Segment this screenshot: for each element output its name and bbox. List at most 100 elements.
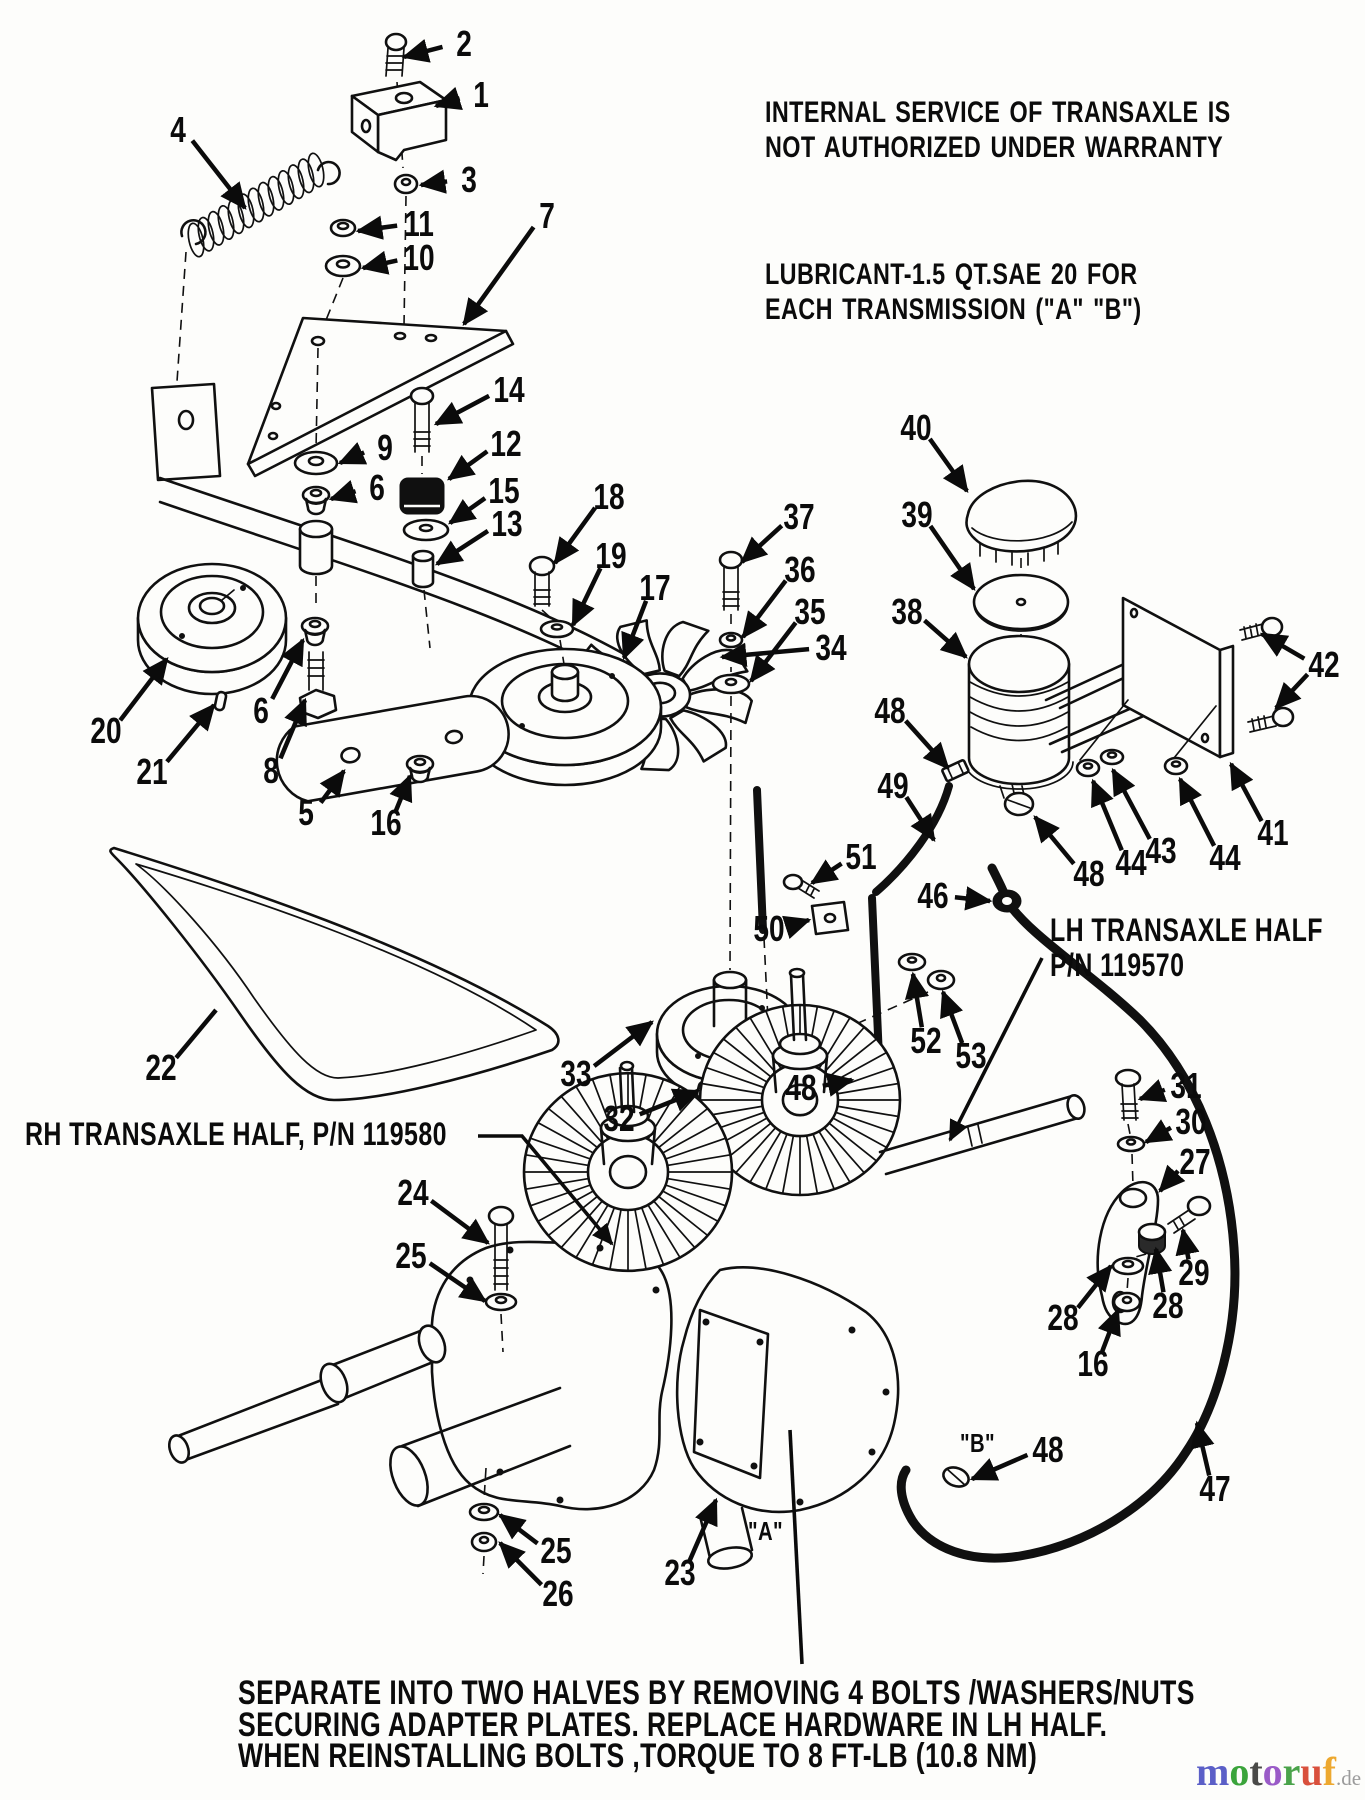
washer-35 [711,673,751,695]
callout-28: 28 [1152,1285,1184,1326]
callout-2: 2 [456,23,472,64]
washer-30 [1116,1135,1146,1153]
spring-centerline [175,251,187,397]
callout-31: 31 [1170,1065,1202,1106]
washer-28-lower [1111,1256,1145,1276]
callout-30: 30 [1175,1101,1207,1142]
axle-tube-front [389,1386,572,1508]
callout-36: 36 [784,549,816,590]
callout-12: 12 [490,423,522,464]
output-stub [698,1506,754,1570]
callout-18: 18 [593,476,625,517]
washer-9 [293,450,339,476]
callout-27: 27 [1179,1141,1211,1182]
watermark-letter: o [1229,1749,1250,1794]
oil-reservoir-38 [964,634,1074,799]
callout-42: 42 [1308,644,1340,685]
callout-4: 4 [170,109,186,150]
watermark-letter: f [1322,1749,1336,1794]
grommet-46-hole [1002,897,1012,905]
hub-stack-a [599,1060,657,1166]
lubricant-note-line1: LUBRICANT-1.5 QT.SAE 20 FOR [765,258,1138,291]
bolt-2 [384,32,408,77]
callout-16: 16 [370,802,402,843]
spacer-28-upper [1137,1222,1167,1255]
callout-3: 3 [461,159,477,200]
watermark-suffix: .de [1336,1766,1362,1790]
watermark-letter: m [1196,1749,1230,1794]
washer-10 [324,254,362,278]
nut-16-lower [1112,1291,1142,1313]
callout-16: 16 [1077,1343,1109,1384]
extension-spring [180,152,341,258]
bolt-29 [1167,1195,1212,1234]
transmission-b-label: "B" [960,1428,996,1458]
washer-52 [897,952,927,972]
brake-shaft-b [878,1093,1086,1176]
transmission-a-label: "A" [748,1516,784,1546]
washer-25-upper [484,1292,518,1312]
lubricant-note-line2: EACH TRANSMISSION ("A" "B") [765,293,1142,326]
nut-26 [470,1531,498,1553]
callout-41: 41 [1257,812,1289,853]
callout-47: 47 [1199,1468,1231,1509]
nut-44-left [1075,758,1101,778]
callout-43: 43 [1145,830,1177,871]
rh-label-leader [478,1134,614,1246]
flange-nut-16-upper [405,754,435,784]
washer-43 [1099,748,1125,766]
hose-49 [872,782,953,896]
lh-transaxle-label-line1: LH TRANSAXLE HALF [1050,912,1323,948]
nut-36 [718,631,744,649]
callout-6: 6 [369,467,385,508]
callout-48: 48 [1073,853,1105,894]
bolt-18 [528,555,556,607]
callout-38: 38 [891,591,923,632]
callout-1: 1 [473,74,489,115]
callout-40: 40 [900,407,932,448]
callout-23: 23 [664,1552,696,1593]
flange-nut-6-lower [300,616,330,647]
callout-8: 8 [263,750,279,791]
callout-48: 48 [874,690,906,731]
callout-17: 17 [639,567,671,608]
bracket-1 [350,80,448,162]
axle-tube-left [167,1324,447,1464]
callout-13: 13 [491,503,523,544]
callout-37: 37 [783,496,815,537]
bolt-31 [1114,1068,1142,1121]
callout-32: 32 [603,1098,635,1139]
callout-49: 49 [877,765,909,806]
fill-tube-b [868,894,883,1062]
bolt-42-lower [1247,706,1295,733]
spacer-13 [411,549,435,589]
nut-3 [393,173,419,195]
bolt-42-upper [1239,616,1284,641]
callout-21: 21 [136,751,168,792]
callout-26: 26 [542,1573,574,1614]
pulley-20 [136,562,288,696]
callout-19: 19 [595,535,627,576]
callout-20: 20 [90,710,122,751]
bolt-24 [487,1205,515,1291]
watermark-letter: u [1300,1749,1323,1794]
washer-15 [402,518,450,542]
lh-transaxle-label-line2: P/N 119570 [1050,947,1185,983]
callout-9: 9 [377,427,393,468]
callout-6: 6 [253,690,269,731]
callout-25: 25 [540,1530,572,1571]
watermark-letter: o [1262,1749,1283,1794]
callout-35: 35 [794,591,826,632]
key-21 [213,690,228,712]
callout-46: 46 [917,875,949,916]
drive-belt-22 [109,846,560,1102]
nut-11 [329,218,357,238]
warranty-note-line1: INTERNAL SERVICE OF TRANSAXLE IS [765,96,1231,129]
callout-28: 28 [1047,1297,1079,1338]
callout-5: 5 [298,792,314,833]
hose-47 [896,863,1240,1563]
callout-53: 53 [955,1035,987,1076]
callout-48: 48 [1032,1429,1064,1470]
callout-50: 50 [753,908,785,949]
